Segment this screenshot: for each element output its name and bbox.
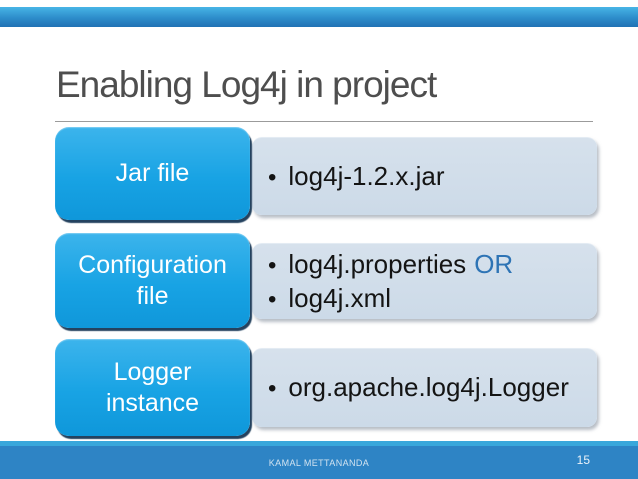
bullet-item: • org.apache.log4j.Logger (268, 371, 597, 405)
bullet-marker: • (268, 375, 277, 402)
bullet-marker: • (268, 285, 277, 313)
footer-accent-stripe (0, 441, 638, 446)
bullet-text: log4j-1.2.x.jar (288, 160, 445, 191)
bullet-text: org.apache.log4j.Logger (288, 372, 569, 402)
stage-label-box: Configuration file (55, 233, 250, 328)
footer-author: KAMAL METTANANDA (268, 457, 370, 468)
content-box: • log4j-1.2.x.jar (252, 137, 597, 215)
bullet-item: • log4j-1.2.x.jar (268, 160, 597, 194)
bullet-text: log4j.xml (288, 282, 391, 313)
title-divider (55, 121, 593, 122)
stage-label: Logger instance (105, 358, 200, 417)
top-accent-bar (0, 7, 638, 27)
stage-label-box: Jar file (55, 127, 250, 220)
bullet-text: log4j.properties (288, 248, 467, 279)
footer-bar: KAMAL METTANANDA (0, 446, 638, 479)
bullet-item: • log4j.properties OR (268, 248, 597, 282)
stage-label-box: Logger instance (55, 339, 250, 436)
bullet-item: • log4j.xml (268, 282, 597, 316)
content-box: • log4j.properties OR • log4j.xml (252, 243, 597, 319)
bullet-marker: • (268, 251, 277, 279)
bullet-marker: • (268, 163, 277, 191)
bullet-highlight: OR (474, 248, 514, 279)
slide-title: Enabling Log4j in project (56, 64, 437, 105)
stage-label: Jar file (115, 159, 190, 188)
stage-label: Configuration file (78, 251, 227, 310)
content-box: • org.apache.log4j.Logger (252, 348, 597, 427)
page-number: 15 (576, 453, 590, 467)
